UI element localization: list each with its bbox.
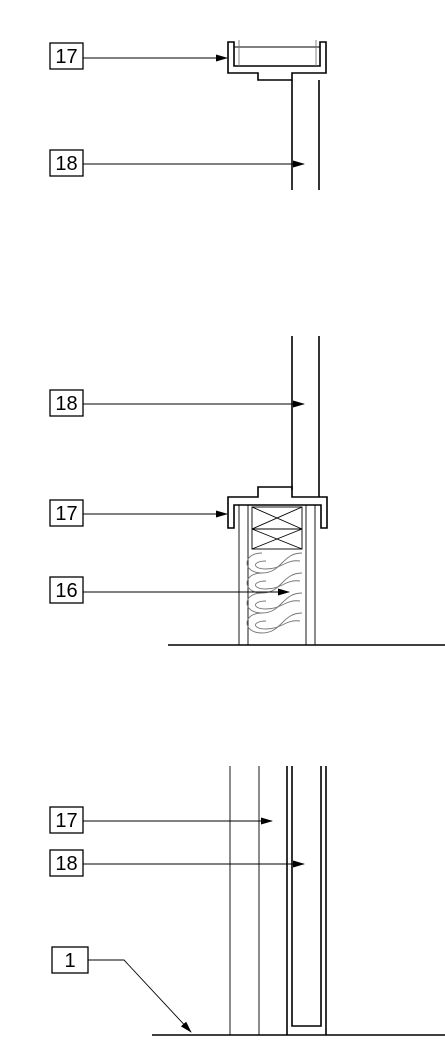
detail-top: 17 18 xyxy=(49,40,327,190)
callout-label: 18 xyxy=(55,853,77,875)
callout-17-middle: 17 xyxy=(49,499,228,527)
callout-label: 17 xyxy=(55,46,77,68)
callout-18-middle: 18 xyxy=(49,389,305,417)
callout-17-bottom: 17 xyxy=(49,806,273,834)
callout-18-bottom: 18 xyxy=(49,849,305,877)
profile-17-bottom xyxy=(229,766,260,1035)
callout-17-top: 17 xyxy=(49,42,228,70)
panel-18-top xyxy=(291,80,320,190)
wall-16-middle xyxy=(238,505,316,645)
callout-label: 18 xyxy=(55,393,77,415)
detail-middle: 18 17 16 xyxy=(49,336,445,646)
callout-1-bottom: 1 xyxy=(51,946,192,1033)
profile-17-top xyxy=(227,41,327,81)
panel-18-middle xyxy=(291,336,320,497)
profile-17-middle xyxy=(227,486,328,529)
callout-label: 17 xyxy=(55,810,77,832)
callout-label: 17 xyxy=(55,503,77,525)
panel-18-bottom xyxy=(286,766,327,1035)
callout-16-middle: 16 xyxy=(49,576,290,604)
callout-label: 18 xyxy=(55,153,77,175)
detail-bottom: 17 18 1 xyxy=(49,766,445,1036)
callout-label: 16 xyxy=(55,580,77,602)
callout-label: 1 xyxy=(64,950,75,972)
callout-18-top: 18 xyxy=(49,149,305,177)
